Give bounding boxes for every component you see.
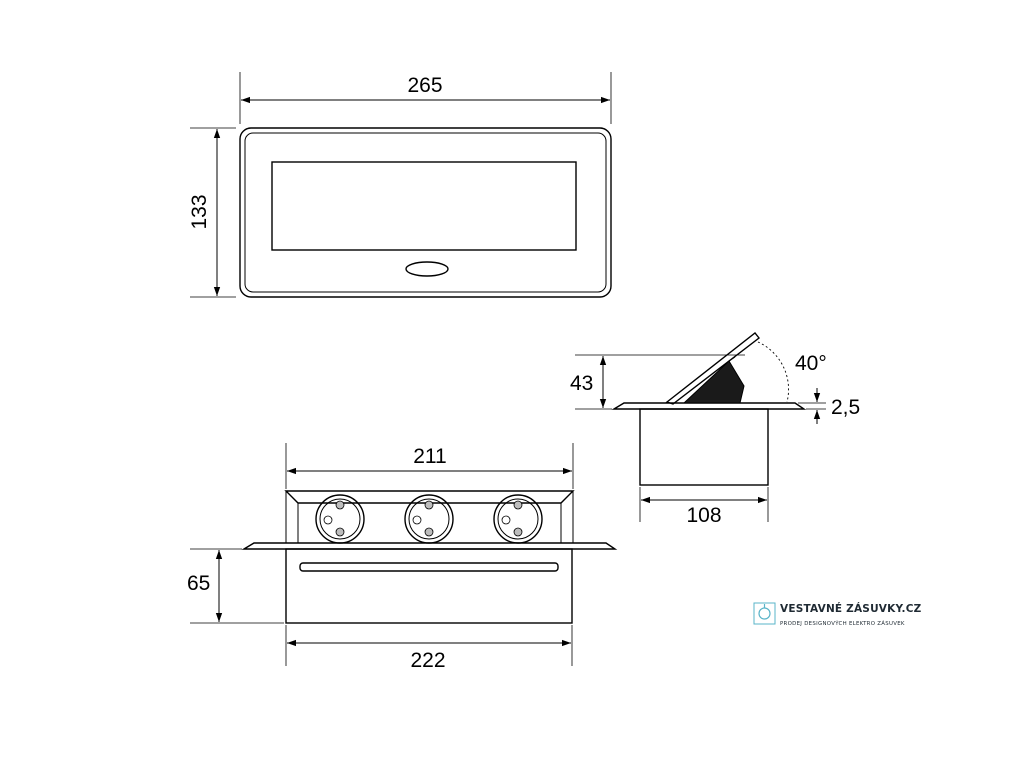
brand-logo-title: VESTAVNÉ ZÁSUVKY.CZ: [780, 602, 922, 615]
socket-2: [404, 494, 454, 544]
plug-icon: [758, 607, 771, 620]
socket-2-hole-left: [412, 515, 422, 525]
socket-2-pin: [424, 500, 434, 510]
top-view-outer-frame: [239, 127, 612, 298]
socket-3: [493, 494, 543, 544]
brand-logo-subtitle: PRODEJ DESIGNOVÝCH ELEKTRO ZÁSUVEK: [780, 620, 905, 627]
socket-3-hole-right: [513, 527, 523, 537]
top-view-lid-panel: [271, 161, 577, 251]
side-flange-label: 2,5: [831, 396, 860, 419]
top-view-push-button: [405, 261, 449, 277]
front-view-body: [285, 548, 573, 624]
socket-3-pin: [513, 500, 523, 510]
side-view-angle-arc: [757, 341, 789, 403]
front-height-label: 65: [187, 572, 210, 595]
top-width-label: 265: [407, 74, 442, 97]
side-width-label: 108: [686, 504, 721, 527]
socket-1-hole-left: [323, 515, 333, 525]
side-view-tilted-lid: [665, 332, 760, 405]
side-view: 40° 43 2,5 108: [570, 332, 860, 527]
brand-logo: VESTAVNÉ ZÁSUVKY.CZ PRODEJ DESIGNOVÝCH E…: [753, 602, 922, 627]
front-view-flange: [241, 542, 618, 550]
socket-1-pin: [335, 500, 345, 510]
side-angle-label: 40°: [795, 352, 827, 375]
socket-2-hole-right: [424, 527, 434, 537]
top-view-inner-frame: [244, 132, 607, 293]
side-view-socket-interior: [682, 360, 745, 404]
side-view-body: [639, 408, 769, 486]
front-top-width-label: 211: [413, 445, 446, 468]
socket-1-hole-right: [335, 527, 345, 537]
top-height-label: 133: [188, 194, 211, 229]
top-view: 265 133: [188, 72, 612, 298]
brand-logo-mark: [753, 602, 776, 625]
side-view-flange: [611, 402, 807, 410]
socket-1: [315, 494, 365, 544]
front-view-slot: [299, 562, 559, 572]
front-bottom-width-label: 222: [410, 649, 445, 672]
side-height-label: 43: [570, 372, 593, 395]
socket-3-hole-left: [501, 515, 511, 525]
front-view: 211 222 65: [187, 443, 618, 672]
